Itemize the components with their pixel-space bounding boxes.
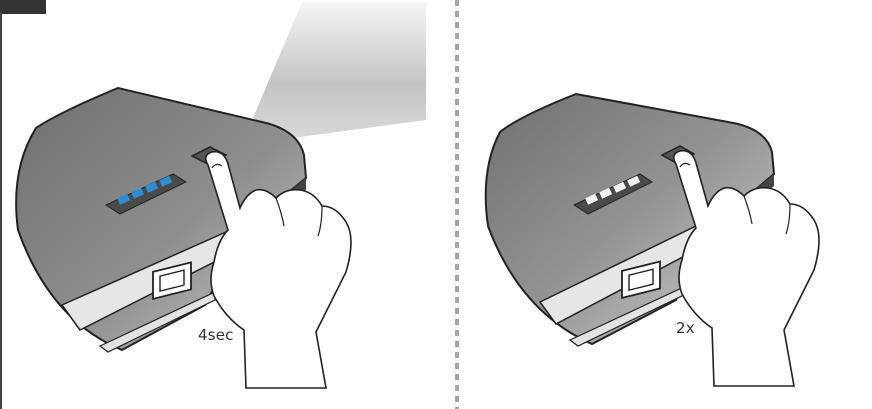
light-beam <box>253 2 426 138</box>
panel-right <box>486 94 819 386</box>
press-duration-caption: 4sec <box>198 326 234 344</box>
corner-tab <box>0 0 46 14</box>
press-count-caption: 2x <box>676 319 695 337</box>
